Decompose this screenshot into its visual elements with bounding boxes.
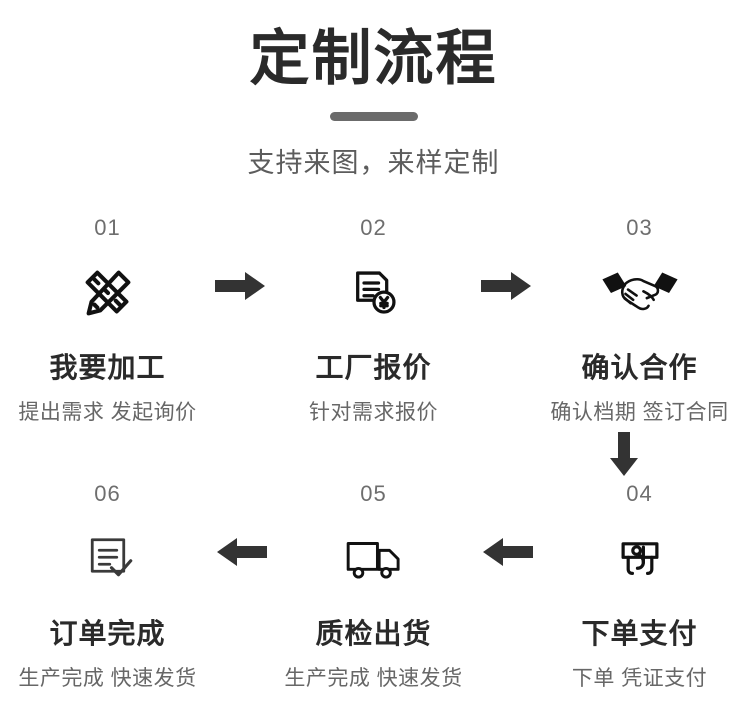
step-04[interactable]: 04 下单支付 下单 凭证支付 xyxy=(540,480,740,692)
handshake-icon xyxy=(540,256,740,330)
step-06-title: 订单完成 xyxy=(49,618,166,649)
document-yuan-icon xyxy=(274,256,474,330)
step-01-number: 01 xyxy=(94,215,121,240)
step-03-desc: 确认档期 签订合同 xyxy=(550,401,729,424)
step-02[interactable]: 02 工厂报价 针对需求报价 xyxy=(274,214,474,426)
step-04-desc: 下单 凭证支付 xyxy=(571,667,708,690)
step-03[interactable]: 03 确认合作 xyxy=(540,214,740,426)
page-header: 定制流程 支持来图，来样定制 xyxy=(0,0,747,180)
step-05-number: 05 xyxy=(360,481,387,506)
step-04-title: 下单支付 xyxy=(581,618,698,649)
arrow-right-2to3 xyxy=(474,214,540,330)
step-06-number: 06 xyxy=(94,481,121,506)
arrow-right-1to2 xyxy=(208,214,274,330)
step-02-title: 工厂报价 xyxy=(315,352,432,383)
process-flow: 01 我要加工 提出需求 发起询价 xyxy=(0,214,747,692)
step-06-desc: 生产完成 快速发货 xyxy=(18,667,197,690)
step-05-desc: 生产完成 快速发货 xyxy=(284,667,463,690)
arrow-down-3to4 xyxy=(524,432,724,478)
flow-row-top: 01 我要加工 提出需求 发起询价 xyxy=(0,214,747,426)
delivery-truck-icon xyxy=(274,522,474,596)
document-check-icon xyxy=(8,522,208,596)
step-03-title: 确认合作 xyxy=(581,352,698,383)
step-04-number: 04 xyxy=(626,481,653,506)
step-01-title: 我要加工 xyxy=(49,352,166,383)
step-06[interactable]: 06 订单完成 生产完成 快速发货 xyxy=(8,480,208,692)
pencil-ruler-icon xyxy=(8,256,208,330)
step-05-title: 质检出货 xyxy=(315,618,432,649)
step-01[interactable]: 01 我要加工 提出需求 发起询价 xyxy=(8,214,208,426)
step-01-desc: 提出需求 发起询价 xyxy=(18,401,197,424)
page-subtitle: 支持来图，来样定制 xyxy=(247,148,500,178)
step-02-desc: 针对需求报价 xyxy=(309,401,438,424)
arrow-left-4to5 xyxy=(474,480,540,596)
step-02-number: 02 xyxy=(360,215,387,240)
title-divider xyxy=(329,112,418,121)
step-03-number: 03 xyxy=(626,215,653,240)
hand-payment-icon xyxy=(540,522,740,596)
step-05[interactable]: 05 质检出货 生产完成 快速发货 xyxy=(274,480,474,692)
page-title: 定制流程 xyxy=(249,25,498,92)
arrow-left-5to6 xyxy=(208,480,274,596)
flow-row-bottom: 06 订单完成 生产完成 快速发货 05 xyxy=(0,480,747,692)
